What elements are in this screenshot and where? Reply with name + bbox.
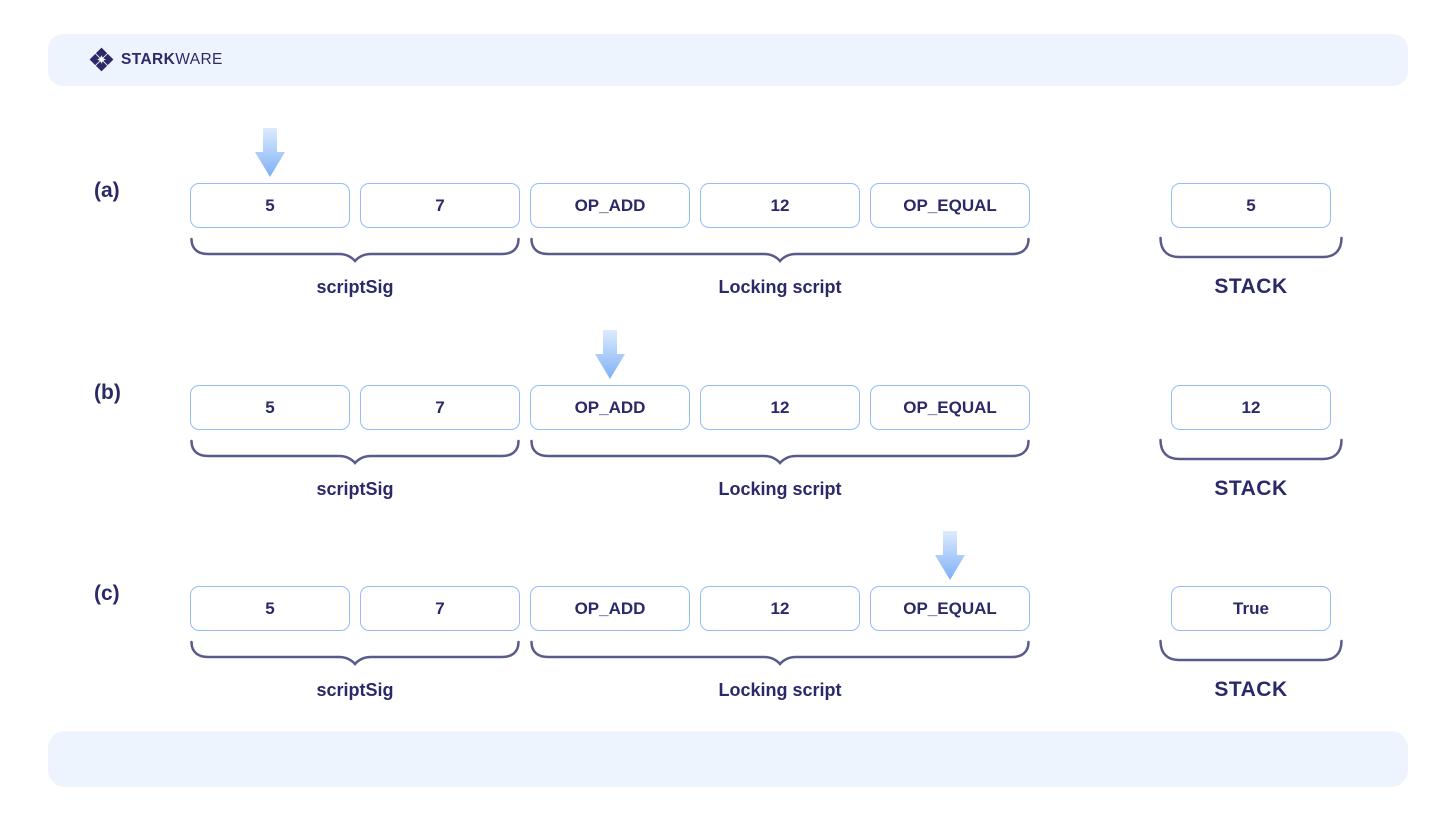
execution-pointer-arrow-icon <box>935 531 965 580</box>
stack-bracket <box>1159 236 1343 259</box>
stack-cell: 12 <box>1171 385 1331 430</box>
script-cell: OP_EQUAL <box>870 586 1030 631</box>
row-label: (b) <box>94 381 121 404</box>
script-cell: 7 <box>360 385 520 430</box>
scriptsig-label: scriptSig <box>316 680 394 700</box>
script-cell: 7 <box>360 586 520 631</box>
locking-script-label: Locking script <box>718 479 842 499</box>
script-cell: OP_ADD <box>530 385 690 430</box>
locking-script-brace <box>530 640 1030 666</box>
script-cell: OP_ADD <box>530 586 690 631</box>
script-cell: 12 <box>700 586 860 631</box>
stack-bracket <box>1159 438 1343 461</box>
header-band: STARKWARE <box>48 34 1408 86</box>
locking-script-brace <box>530 237 1030 263</box>
execution-pointer-arrow-icon <box>595 330 625 379</box>
script-cell: 12 <box>700 183 860 228</box>
script-cell: 5 <box>190 385 350 430</box>
script-cell: 5 <box>190 183 350 228</box>
scriptsig-brace <box>190 439 520 465</box>
row-label: (c) <box>94 582 120 605</box>
starkware-logo-text: STARKWARE <box>121 49 223 71</box>
script-cell: OP_EQUAL <box>870 385 1030 430</box>
scriptsig-brace <box>190 237 520 263</box>
stack-cell: True <box>1171 586 1331 631</box>
execution-pointer-arrow-icon <box>255 128 285 177</box>
locking-script-label: Locking script <box>718 277 842 297</box>
stack-label: STACK <box>1214 477 1288 500</box>
script-cell: 7 <box>360 183 520 228</box>
stack-bracket <box>1159 639 1343 662</box>
footer-band <box>48 731 1408 787</box>
script-cell: OP_ADD <box>530 183 690 228</box>
logo-stark: STARK <box>121 50 176 68</box>
scriptsig-label: scriptSig <box>316 277 394 297</box>
locking-script-brace <box>530 439 1030 465</box>
locking-script-label: Locking script <box>718 680 842 700</box>
stack-cell: 5 <box>1171 183 1331 228</box>
script-cell: 12 <box>700 385 860 430</box>
starkware-logo-icon <box>89 47 114 72</box>
stack-label: STACK <box>1214 678 1288 701</box>
stack-label: STACK <box>1214 275 1288 298</box>
row-label: (a) <box>94 179 120 202</box>
starkware-logo: STARKWARE <box>89 47 223 72</box>
scriptsig-brace <box>190 640 520 666</box>
script-cell: 5 <box>190 586 350 631</box>
scriptsig-label: scriptSig <box>316 479 394 499</box>
script-cell: OP_EQUAL <box>870 183 1030 228</box>
logo-ware: WARE <box>175 50 223 68</box>
